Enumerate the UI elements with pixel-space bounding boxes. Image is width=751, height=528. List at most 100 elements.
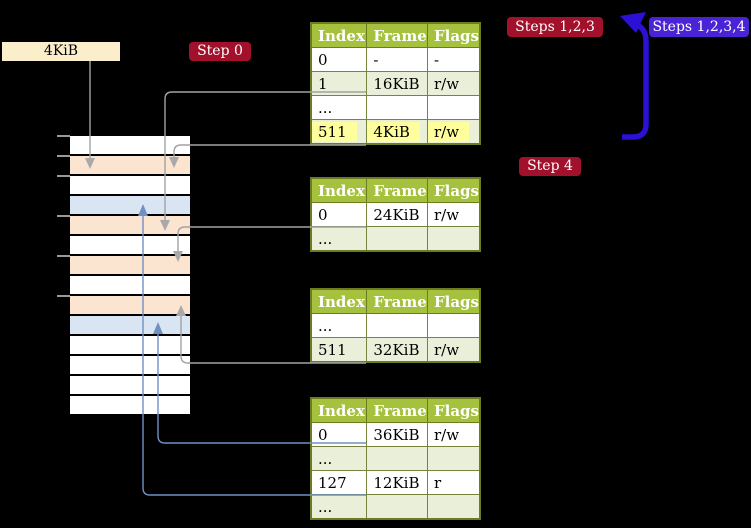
table-cell bbox=[426, 494, 481, 520]
column-header: Flags bbox=[426, 397, 481, 423]
column-header: Index bbox=[310, 288, 368, 314]
table-cell bbox=[366, 95, 428, 120]
table-cell: 511 bbox=[310, 119, 368, 145]
table-cell: r bbox=[426, 470, 481, 495]
table-cell bbox=[366, 446, 428, 471]
table-cell: 24KiB bbox=[366, 202, 428, 227]
memory-tick bbox=[57, 175, 70, 177]
table-cell: 12KiB bbox=[366, 470, 428, 495]
table-cell: 0 bbox=[310, 202, 368, 227]
table-cell bbox=[366, 226, 428, 252]
memory-tick bbox=[57, 135, 70, 137]
highlighted-value: 4KiB bbox=[367, 121, 420, 142]
column-header: Flags bbox=[426, 22, 481, 48]
column-header: Frame bbox=[366, 397, 428, 423]
memory-frame-free bbox=[70, 396, 190, 416]
table-cell: r/w bbox=[426, 119, 481, 145]
table-row: ... bbox=[310, 446, 481, 471]
memory-column bbox=[70, 136, 190, 416]
table-cell: r/w bbox=[426, 71, 481, 96]
table-cell: 127 bbox=[310, 470, 368, 495]
steps123-badge: Steps 1,2,3 bbox=[507, 17, 603, 37]
memory-frame-page_table bbox=[70, 256, 190, 276]
column-header: Frame bbox=[366, 22, 428, 48]
table-cell: 16KiB bbox=[366, 71, 428, 96]
table-row: 511 4KiB r/w bbox=[310, 119, 481, 145]
memory-frame-page_table bbox=[70, 296, 190, 316]
memory-tick bbox=[57, 215, 70, 217]
memory-tick bbox=[57, 295, 70, 297]
table-row: ... bbox=[310, 313, 481, 338]
connector-t1-row511 bbox=[173, 144, 366, 158]
table-cell: - bbox=[426, 47, 481, 72]
table-cell: 32KiB bbox=[366, 337, 428, 363]
table-cell: 511 bbox=[310, 337, 368, 363]
table-cell: 36KiB bbox=[366, 422, 428, 447]
column-header: Index bbox=[310, 397, 368, 423]
table-cell bbox=[366, 313, 428, 338]
column-header: Flags bbox=[426, 177, 481, 203]
memory-frame-free bbox=[70, 136, 190, 156]
memory-frame-free bbox=[70, 356, 190, 376]
table-row: 0-- bbox=[310, 47, 481, 72]
table-cell: ... bbox=[310, 446, 368, 471]
steps-loop-arrowhead bbox=[620, 12, 646, 33]
memory-frame-free bbox=[70, 276, 190, 296]
memory-tick bbox=[57, 255, 70, 257]
memory-tick bbox=[57, 155, 70, 157]
table-row: ... bbox=[310, 226, 481, 252]
memory-frame-free bbox=[70, 376, 190, 396]
table-cell bbox=[426, 226, 481, 252]
table-cell bbox=[426, 313, 481, 338]
table-cell: 0 bbox=[310, 47, 368, 72]
steps-loop-arrow bbox=[622, 22, 649, 140]
memory-frame-mapped_page bbox=[70, 316, 190, 336]
column-header: Frame bbox=[366, 288, 428, 314]
memory-frame-mapped_page bbox=[70, 196, 190, 216]
table-cell: 0 bbox=[310, 422, 368, 447]
table-cell: ... bbox=[310, 313, 368, 338]
table-cell: ... bbox=[310, 494, 368, 520]
highlighted-value: 511 bbox=[312, 121, 357, 142]
step4-badge: Step 4 bbox=[519, 157, 581, 176]
table-cell bbox=[366, 494, 428, 520]
memory-frame-page_table bbox=[70, 156, 190, 176]
frame-size-label: 4KiB bbox=[2, 42, 120, 61]
column-header: Index bbox=[310, 22, 368, 48]
column-header: Frame bbox=[366, 177, 428, 203]
table-cell: - bbox=[366, 47, 428, 72]
table-cell: ... bbox=[310, 226, 368, 252]
table-cell bbox=[426, 446, 481, 471]
table-cell: r/w bbox=[426, 337, 481, 363]
step0-badge: Step 0 bbox=[189, 42, 251, 61]
memory-frame-free bbox=[70, 176, 190, 196]
table-row: ... bbox=[310, 95, 481, 120]
table-cell: 1 bbox=[310, 71, 368, 96]
highlighted-value: r/w bbox=[428, 121, 470, 142]
column-header: Index bbox=[310, 177, 368, 203]
table-cell: r/w bbox=[426, 422, 481, 447]
memory-frame-free bbox=[70, 236, 190, 256]
memory-frame-page_table bbox=[70, 216, 190, 236]
table-cell: r/w bbox=[426, 202, 481, 227]
table-cell: 4KiB bbox=[366, 119, 428, 145]
steps1234-badge: Steps 1,2,3,4 bbox=[649, 17, 749, 37]
column-header: Flags bbox=[426, 288, 481, 314]
memory-frame-free bbox=[70, 336, 190, 356]
table-cell: ... bbox=[310, 95, 368, 120]
table-row: ... bbox=[310, 494, 481, 520]
